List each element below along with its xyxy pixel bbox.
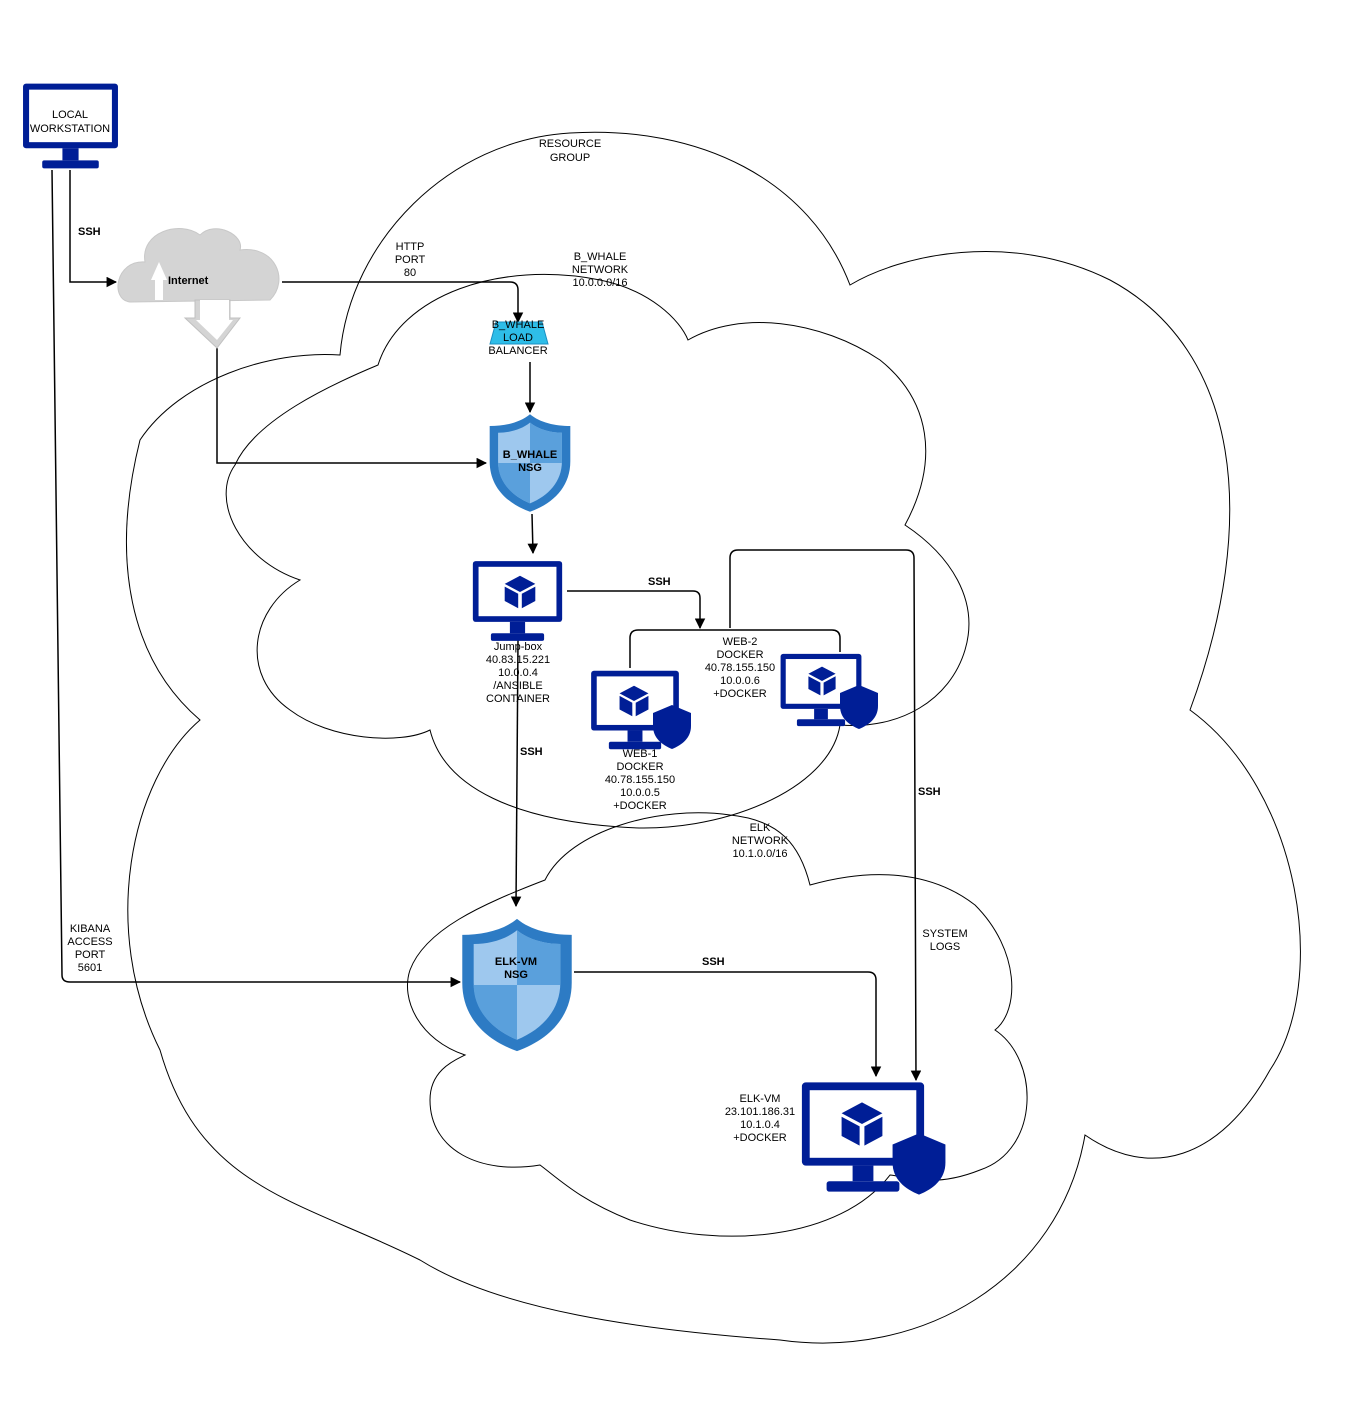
connector-jumpbox-web	[567, 590, 706, 630]
jumpbox-vm-icon[interactable]	[472, 561, 563, 641]
connector-workstation-elk-nsg	[51, 169, 462, 988]
connector-elk-nsg-elk-vm	[574, 971, 882, 1078]
connector-internet-lb	[282, 281, 524, 324]
connector-web-elk-logs	[729, 549, 922, 1082]
connector-web-bracket	[629, 629, 841, 668]
connector-workstation-internet	[69, 170, 118, 288]
web1-vm-icon[interactable]	[591, 670, 691, 750]
resource-group-cloud	[126, 131, 1301, 1344]
ssh-workstation-label: SSH	[78, 226, 101, 238]
ssh-jumpbox-elk-label: SSH	[520, 746, 543, 758]
ssh-web-elk-label: SSH	[918, 786, 941, 798]
web2-vm-icon[interactable]	[780, 653, 878, 729]
load-balancer-icon[interactable]	[489, 321, 549, 345]
internet-cloud-icon[interactable]	[117, 228, 280, 349]
internet-label: Internet	[168, 275, 209, 287]
ssh-elk-nsg-label: SSH	[702, 956, 725, 968]
bwhale-network-cloud	[225, 273, 970, 829]
ssh-jumpbox-web-label: SSH	[648, 576, 671, 588]
connector-nsg-jumpbox	[527, 513, 539, 555]
connector-jumpbox-elk-nsg	[510, 639, 522, 908]
connector-internet-nsg	[216, 348, 488, 469]
elk-network-cloud	[406, 812, 1028, 1237]
elk-nsg-shield-icon[interactable]	[462, 918, 572, 1052]
elk-vm-icon[interactable]	[801, 1082, 946, 1195]
